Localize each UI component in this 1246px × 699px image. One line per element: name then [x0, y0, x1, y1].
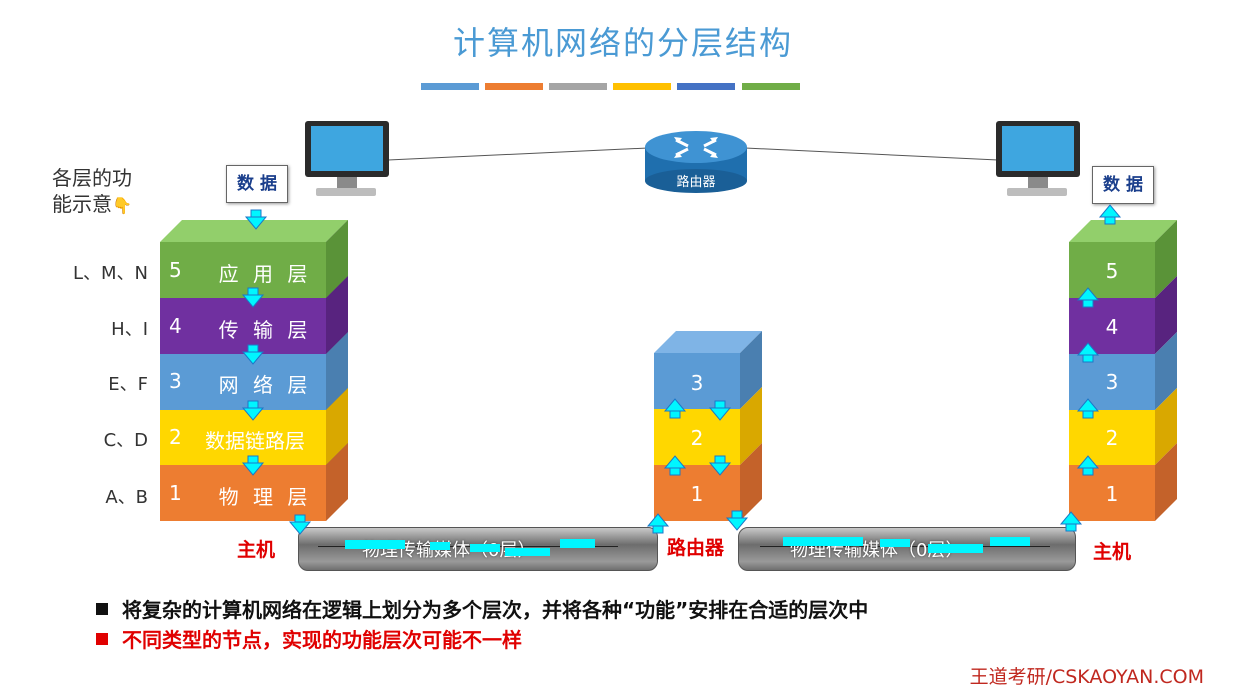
computer-icon-right	[996, 121, 1080, 196]
arrow-down-icon	[242, 287, 264, 308]
pointing-hand-icon: 👇	[112, 196, 132, 215]
computer-icon-left	[305, 121, 389, 196]
router-stack	[654, 331, 762, 521]
pipe-line-left	[318, 546, 618, 547]
label-host-right: 主机	[1093, 541, 1132, 563]
right-layer-4: 4	[1105, 315, 1119, 339]
color-bar	[485, 83, 543, 90]
arrow-down-icon	[709, 400, 731, 421]
bullet-2: 不同类型的节点，实现的功能层次可能不一样	[96, 624, 522, 653]
router-icon	[645, 131, 747, 193]
data-box-left: 数 据	[226, 165, 288, 203]
bullet-square-icon	[96, 633, 108, 645]
data-flow-mark	[430, 542, 450, 550]
data-flow-mark	[470, 544, 500, 552]
row-label-1: A、B	[105, 487, 148, 508]
left-layer-5: 5 应 用 层	[169, 258, 312, 286]
color-bar	[549, 83, 607, 90]
arrow-down-icon	[245, 209, 267, 230]
arrow-down-icon	[289, 514, 311, 535]
router-layer-3: 3	[690, 371, 704, 395]
label-router: 路由器	[667, 537, 725, 559]
router-layer-2: 2	[690, 426, 704, 450]
data-flow-mark	[990, 537, 1030, 546]
row-label-5: L、M、N	[72, 263, 148, 284]
right-layer-5: 5	[1105, 259, 1119, 283]
arrow-up-icon	[1077, 455, 1099, 476]
data-flow-mark	[880, 539, 910, 547]
color-bar	[613, 83, 671, 90]
arrow-up-icon	[1060, 511, 1082, 532]
footer-watermark: 王道考研/CSKAOYAN.COM	[969, 666, 1204, 688]
arrow-down-icon	[242, 344, 264, 365]
arrow-down-icon	[242, 455, 264, 476]
left-host-stack	[160, 220, 348, 521]
color-bar	[742, 83, 800, 90]
color-bar	[677, 83, 735, 90]
row-label-2: C、D	[103, 430, 148, 451]
arrow-up-icon	[1077, 287, 1099, 308]
color-bar	[421, 83, 479, 90]
bullet-1: 将复杂的计算机网络在逻辑上划分为多个层次，并将各种“功能”安排在合适的层次中	[96, 594, 868, 623]
side-label-line1: 各层的功	[52, 166, 132, 190]
page-title: 计算机网络的分层结构	[452, 24, 793, 62]
router-icon-label: 路由器	[676, 175, 716, 190]
right-layer-3: 3	[1105, 370, 1119, 394]
side-label: 各层的功 能示意👇	[52, 165, 132, 219]
arrow-up-icon	[1077, 398, 1099, 419]
data-box-right: 数 据	[1092, 166, 1154, 204]
data-flow-mark	[560, 539, 595, 548]
data-flow-mark	[505, 548, 550, 556]
data-flow-mark	[928, 544, 983, 553]
left-layer-1: 1 物 理 层	[169, 481, 312, 509]
arrow-up-icon	[664, 455, 686, 476]
right-layer-1: 1	[1105, 482, 1119, 506]
data-flow-mark	[345, 540, 405, 549]
arrow-up-icon	[1077, 342, 1099, 363]
row-label-3: E、F	[108, 374, 148, 395]
left-layer-4: 4 传 输 层	[169, 314, 312, 342]
bullet-square-icon	[96, 603, 108, 615]
right-host-stack	[1069, 220, 1177, 521]
arrow-up-icon	[647, 513, 669, 534]
arrow-down-icon	[242, 400, 264, 421]
arrow-down-icon	[709, 455, 731, 476]
data-flow-mark	[783, 537, 863, 546]
router-layer-1: 1	[690, 482, 704, 506]
right-layer-2: 2	[1105, 426, 1119, 450]
arrow-up-icon	[1099, 204, 1121, 225]
physical-medium-right	[738, 527, 1076, 571]
arrow-down-icon	[726, 510, 748, 531]
arrow-up-icon	[664, 398, 686, 419]
side-label-line2: 能示意👇	[52, 192, 132, 216]
left-layer-2: 2 数据链路层	[169, 425, 305, 453]
row-label-4: H、I	[111, 319, 148, 340]
left-layer-3: 3 网 络 层	[169, 369, 312, 397]
label-host-left: 主机	[237, 539, 276, 561]
